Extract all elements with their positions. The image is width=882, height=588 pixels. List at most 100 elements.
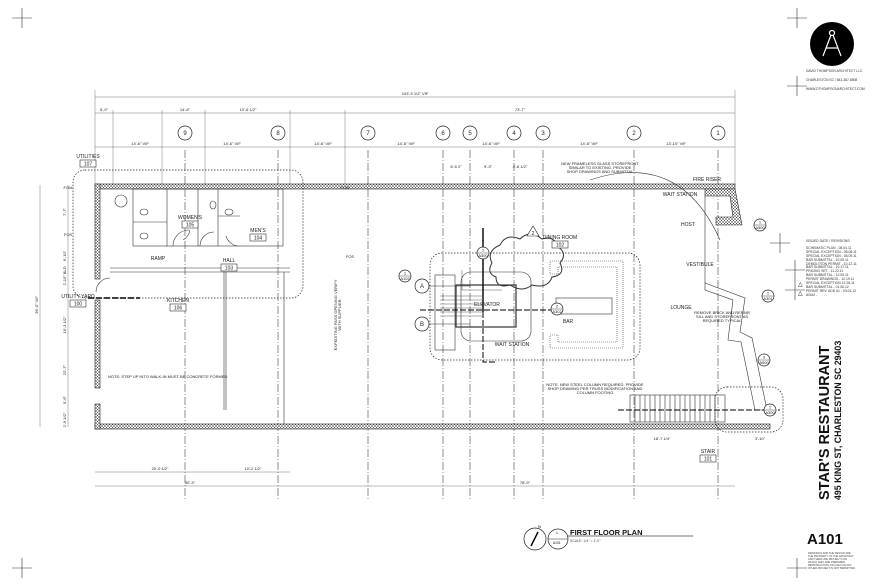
room-name: MEN'S [250, 228, 266, 234]
revision-entry: BAR SUBMITTAL - 10.05.11 [806, 257, 849, 262]
drawing-ref-number: 1 [556, 531, 558, 535]
grid-bubble [435, 125, 451, 141]
dim-top-segment: 73'-7" [515, 107, 526, 112]
firm-website: WWW.DTHOMPSONARCHITECT.COM [806, 87, 865, 91]
dim-left: 5'-6" [62, 395, 67, 404]
drawing-scale: SCALE: 1/4" = 1'-0" [570, 539, 601, 543]
section-ref-sheet: A102 [400, 276, 410, 281]
project-name: STAR'S RESTAURANT [817, 345, 833, 500]
note-line: SHOP DRAWINGS AND SUBMITTAL [567, 169, 635, 174]
project-title-block: STAR'S RESTAURANT 495 KING ST, CHARLESTO… [817, 340, 843, 500]
section-ref-sheet: A301 [763, 296, 773, 301]
dim-left: 22'-7" [62, 364, 67, 375]
section-ref-number: 1 [482, 248, 485, 253]
room-name: WAIT STATION [663, 192, 698, 198]
room-name: KITCHEN [167, 298, 189, 304]
dim-left: 2'-9 1/2" [62, 412, 67, 427]
room-name: BAR [563, 319, 574, 325]
grid-row-label: B [420, 322, 424, 328]
dim-left: 7'-7" [62, 207, 67, 216]
room-name: DINING ROOM [543, 235, 577, 241]
room-name: HALL [223, 258, 236, 264]
room-number-box [551, 240, 569, 249]
drawing-tag [547, 528, 693, 550]
dim-top-segment: 14'-8" [180, 107, 191, 112]
drawing-ref-sheet: A101 [553, 541, 561, 545]
revision-entry: BAR SUBMITTAL - 10.17.11 [806, 265, 849, 270]
grid-label: 2 [632, 131, 636, 137]
note-line: SILL AND STOREFRONT AS [696, 314, 748, 319]
dim-marker: FOW [340, 185, 350, 190]
restroom-block [95, 188, 290, 424]
project-address: 495 KING ST, CHARLESTON SC 29403 [833, 340, 843, 500]
dim-grid-spacing: 14'-6" VIF [580, 141, 598, 146]
room-number: 105 [186, 223, 195, 229]
note-line: NEW FRAMELESS GLASS STOREFRONT [561, 161, 639, 166]
room-name: HOST [681, 222, 695, 228]
grid-bubble [506, 125, 522, 141]
firm-location: CHARLESTON SC / 843-367-8808 [806, 78, 858, 82]
room-number: 106 [174, 306, 183, 312]
room-name: UTILITY YARD [61, 294, 95, 300]
dim-stair: 18'-7 1/4" [654, 436, 671, 441]
grid-bubble [626, 125, 642, 141]
grid-label: 4 [512, 131, 516, 137]
revision-delta-icon: △ [798, 291, 803, 297]
north-label: N [538, 524, 541, 529]
room-name: FIRE RISER [693, 177, 721, 183]
drafting-compass-icon [822, 29, 842, 57]
room-number: 100 [74, 302, 83, 308]
dim-marker: FOM [64, 185, 73, 190]
note-line: COLUMN FOOTING [577, 390, 614, 395]
dim-bottom-right: 78'-9" [520, 480, 531, 485]
annotation-note: NOTE: STEP UP INTO WALK-IN MUST BE CONCR… [108, 374, 227, 379]
dim-minor: 6'-5 2" [450, 164, 462, 169]
firm-logo [810, 22, 854, 66]
revision-entry: BAR SUBMITTAL - 12.05.11 [806, 273, 849, 278]
firm-name: DAVID THOMPSON ARCHITECT LLC [806, 69, 863, 73]
section-ref-sheet: A300 [765, 410, 775, 415]
revision-entry: ASI#2 - [806, 292, 818, 297]
sheet-number: A101 [807, 531, 843, 548]
drawing-title: FIRST FLOOR PLAN [570, 528, 643, 537]
room-name: LOUNGE [670, 305, 692, 311]
grid-label: 9 [183, 131, 187, 137]
annotation-note: EXPEDITING PASS OPENING VERIFYWITH SUPPL… [333, 279, 342, 350]
dim-bottom-segment: 20'-0 1/2" [152, 466, 169, 471]
room-number: 104 [254, 236, 263, 242]
grid-label: 1 [716, 131, 720, 137]
revision-entry: SPECIAL EXCEPTION - 08.09.11 [806, 253, 857, 258]
grid-bubble [710, 125, 726, 141]
note-line: SIMILAR TO EXISTING. PROVIDE [569, 165, 632, 170]
section-ref-number: 2 [556, 304, 559, 309]
room-number-box [69, 299, 87, 308]
dim-overall-width: 36'-0" VIF [34, 296, 39, 314]
dim-grid-spacing: 14'-6" VIF [482, 141, 500, 146]
section-ref-sheet: A500 [755, 225, 765, 230]
disclaimer: DRAWINGS AND THE DESIGN ARE THE PROPERTY… [808, 552, 856, 570]
note-line: REQUIRED TYPICAL [703, 318, 743, 323]
dim-left: 2'-10" BLD [62, 266, 67, 285]
room-name: ELEVATOR [474, 302, 500, 308]
bar-area [420, 228, 641, 363]
revision-entry: SPECIAL EXCEPTION - 08.08.11 [806, 249, 857, 254]
revisions-block: ISSUED DATE / REVISIONS SCHEMATIC PLAN -… [806, 239, 876, 298]
dim-overall: 103'-9 1/2" VIF [402, 91, 429, 96]
note-line: REMOVE BRICK AND REPAIR [694, 310, 750, 315]
revision-entry: PERMIT DRAWINGS - 12.19.11 [806, 277, 855, 282]
revision-entry: PRICING SET - 11.22.11 [806, 269, 844, 274]
dim-top-segment: 5'-0" [100, 107, 109, 112]
revision-tag-number: 2 [532, 231, 535, 237]
grid-row-label: A [420, 284, 424, 290]
revision-delta-icon: △ [798, 282, 803, 288]
grid-label: 7 [366, 131, 370, 137]
room-number-box [249, 233, 267, 242]
room-name: RAMP [151, 256, 166, 262]
room-name: VESTIBULE [686, 262, 714, 268]
section-ref-number: 1 [769, 405, 772, 410]
section-ref-sheet: A302 [552, 309, 562, 314]
